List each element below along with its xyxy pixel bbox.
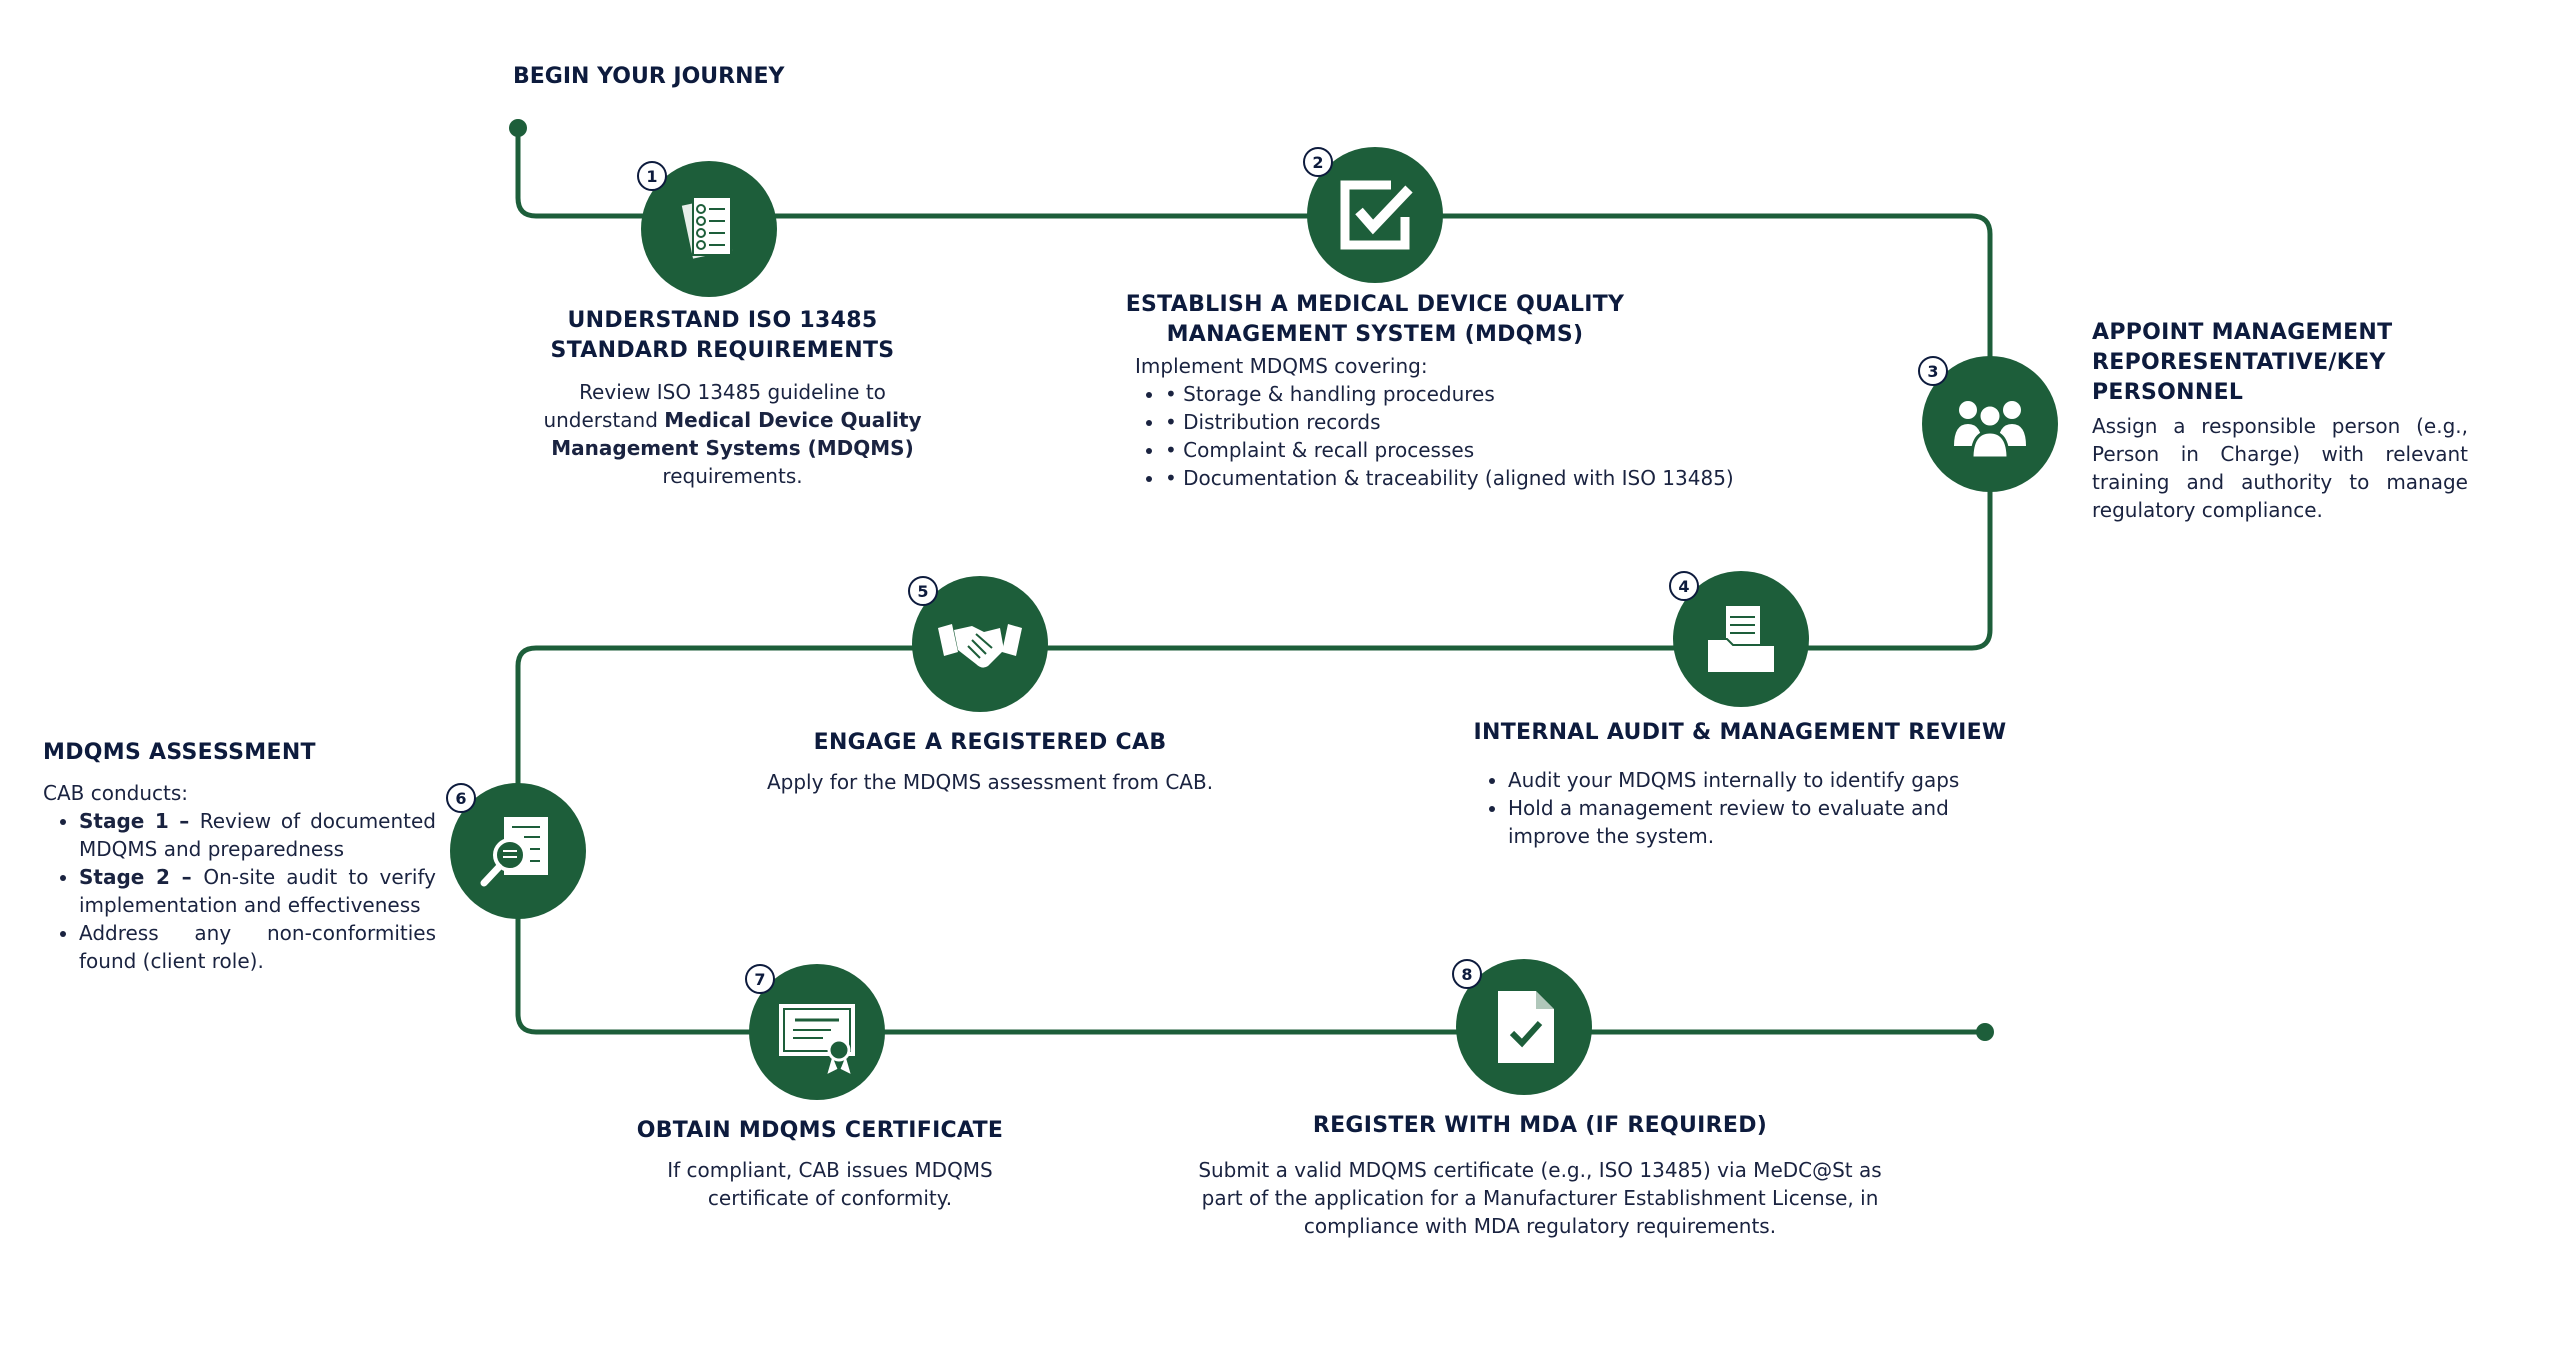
step-7-node: 7: [745, 964, 885, 1100]
step-5-node: 5: [908, 576, 1048, 712]
step-6-bullet-text: On-site audit to verify implementation a…: [79, 865, 436, 917]
step-2-bullet-list: • Storage & handling procedures • Distri…: [1135, 380, 1815, 492]
handshake-icon: [938, 624, 1022, 668]
step-8-node: 8: [1452, 959, 1592, 1095]
journey-line: [515, 128, 1993, 1035]
step-6-bullet-bold: Stage 1 –: [79, 809, 200, 833]
step-6-bullet-text: Address any non-conformities found (clie…: [79, 921, 436, 973]
folder-documents-icon: [1706, 604, 1776, 674]
step-4-node: 4: [1669, 571, 1809, 707]
step-1-description: Review ISO 13485 guideline to understand…: [525, 378, 940, 490]
step-8-number: 8: [1452, 959, 1482, 989]
step-5-number: 5: [908, 576, 938, 606]
checklist-document-icon: [681, 196, 733, 259]
step-1-title: UNDERSTAND ISO 13485 STANDARD REQUIREMEN…: [550, 308, 895, 363]
step-4-title: INTERNAL AUDIT & MANAGEMENT REVIEW: [1473, 720, 2007, 745]
step-2-bullet: • Distribution records: [1165, 408, 1815, 436]
step-6-bullet: Stage 2 – On-site audit to verify implem…: [79, 863, 436, 919]
step-4-bullet-list: Audit your MDQMS internally to identify …: [1478, 766, 2018, 850]
step-7-number: 7: [745, 964, 775, 994]
step-3-number: 3: [1918, 356, 1948, 386]
certificate-icon: [779, 1004, 855, 1074]
step-6-bullet-text: Review of documented MDQMS and preparedn…: [79, 809, 436, 861]
step-2-bullet: • Documentation & traceability (aligned …: [1165, 464, 1815, 492]
step-4-description: Audit your MDQMS internally to identify …: [1478, 766, 2018, 850]
team-people-icon: [1954, 401, 2026, 460]
checkbox-tick-icon: [1340, 180, 1413, 250]
step-2-node: 2: [1303, 147, 1443, 283]
step-6-bullet: Stage 1 – Review of documented MDQMS and…: [79, 807, 436, 863]
journey-start-dot: [509, 119, 527, 137]
step-1-desc-bold: Medical Device Quality Management System…: [551, 408, 922, 460]
step-4-number: 4: [1669, 571, 1699, 601]
step-6-number: 6: [446, 783, 476, 813]
step-1-node: 1: [637, 161, 777, 297]
step-2-intro: Implement MDQMS covering:: [1135, 354, 1428, 378]
step-6-bullet: Address any non-conformities found (clie…: [79, 919, 436, 975]
step-3-node: 3: [1918, 356, 2058, 492]
step-7-title: OBTAIN MDQMS CERTIFICATE: [636, 1118, 1004, 1143]
step-5-description: Apply for the MDQMS assessment from CAB.: [766, 770, 1214, 794]
step-8-description: Submit a valid MDQMS certificate (e.g., …: [1198, 1158, 1882, 1238]
step-4-bullet: Audit your MDQMS internally to identify …: [1508, 766, 2018, 794]
step-5-title: ENGAGE A REGISTERED CAB: [813, 730, 1167, 755]
step-7-description: If compliant, CAB issues MDQMS certifica…: [667, 1158, 993, 1210]
step-1-desc-text-2: requirements.: [662, 464, 803, 488]
step-6-title: MDQMS ASSESSMENT: [43, 740, 316, 765]
step-1-desc-text-1: Review ISO 13485 guideline to understand: [543, 380, 886, 432]
document-magnifier-icon: [480, 817, 548, 887]
step-2-title: ESTABLISH A MEDICAL DEVICE QUALITY MANAG…: [1125, 292, 1625, 347]
step-8-title: REGISTER WITH MDA (IF REQUIRED): [1312, 1113, 1768, 1138]
step-3-description: Assign a responsible person (e.g., Perso…: [2092, 414, 2468, 522]
step-6-intro: CAB conducts:: [43, 781, 188, 805]
step-3-title: APPOINT MANAGEMENT REPORESENTATIVE/KEY P…: [2092, 320, 2393, 405]
step-6-node: 6: [446, 783, 586, 919]
step-4-bullet: Hold a management review to evaluate and…: [1508, 794, 2018, 850]
step-2-description: Implement MDQMS covering: • Storage & ha…: [1135, 352, 1815, 492]
step-2-bullet: • Storage & handling procedures: [1165, 380, 1815, 408]
begin-journey-label: BEGIN YOUR JOURNEY: [513, 64, 785, 89]
journey-end-dot: [1976, 1023, 1994, 1041]
step-2-bullet: • Complaint & recall processes: [1165, 436, 1815, 464]
step-1-number: 1: [637, 161, 667, 191]
step-6-bullet-list: Stage 1 – Review of documented MDQMS and…: [43, 807, 436, 975]
file-check-icon: [1498, 991, 1554, 1063]
step-6-description: CAB conducts: Stage 1 – Review of docume…: [43, 779, 436, 975]
step-6-bullet-bold: Stage 2 –: [79, 865, 204, 889]
step-2-number: 2: [1303, 147, 1333, 177]
